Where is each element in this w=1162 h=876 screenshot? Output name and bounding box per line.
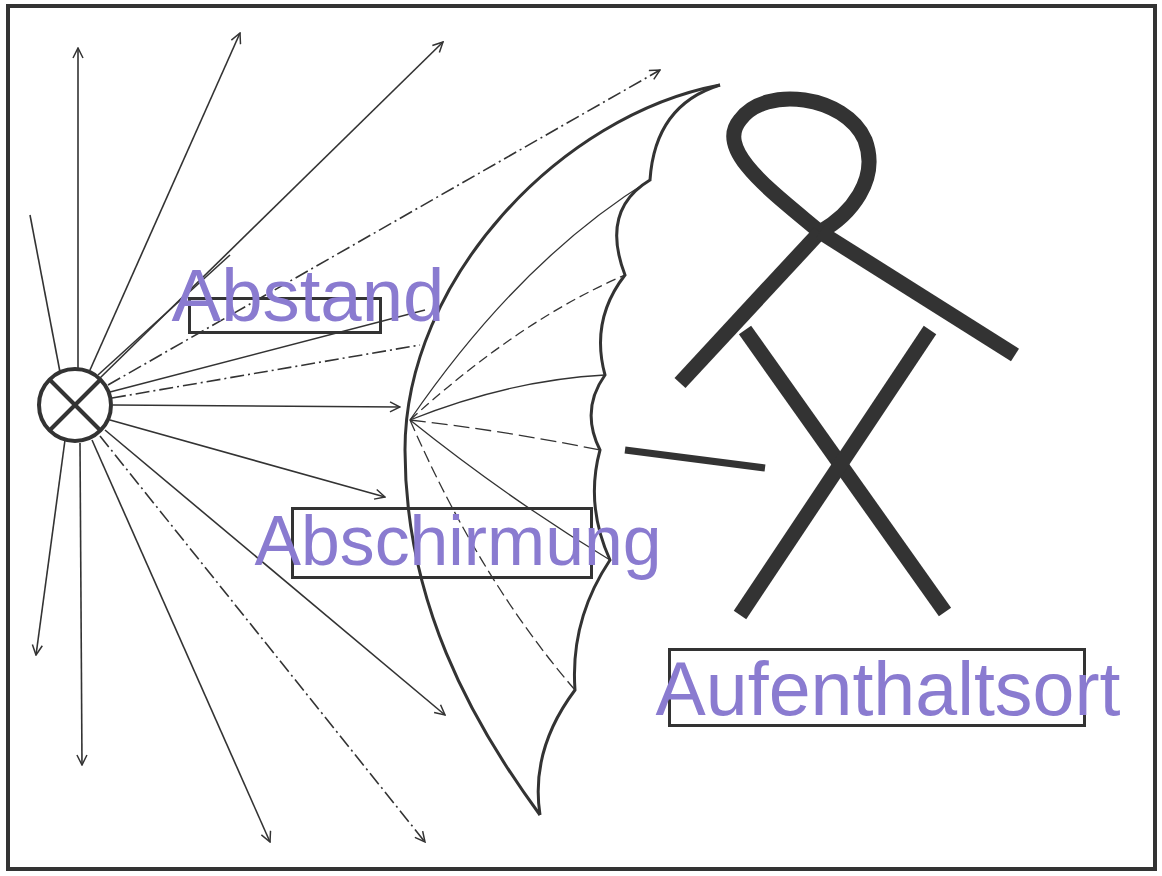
label-box: Abschirmung: [291, 507, 593, 579]
label-text: Abschirmung: [255, 507, 662, 577]
stick-figure: [680, 99, 1015, 615]
label-box: Abstand: [188, 297, 382, 334]
frame: [8, 6, 1155, 869]
label-box: Aufenthaltsort: [668, 648, 1086, 727]
label-text: Abstand: [172, 259, 445, 333]
label-text: Aufenthaltsort: [656, 652, 1121, 727]
radiation-source: [39, 369, 111, 441]
